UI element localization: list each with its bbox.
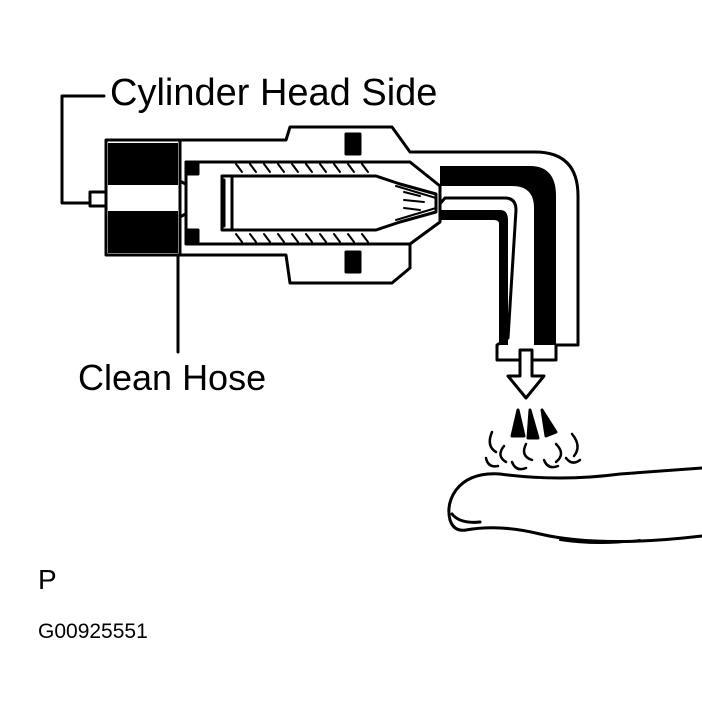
outflow-arrow — [506, 348, 546, 400]
cylinder-head-side-label: Cylinder Head Side — [110, 72, 438, 114]
clean-hose-label: Clean Hose — [78, 357, 267, 398]
spray-droplets — [484, 408, 582, 471]
ring-bottom-right — [344, 250, 362, 274]
ring-top-left — [184, 160, 200, 176]
cylinder-head-side-leader — [60, 94, 106, 205]
fingernail — [450, 512, 482, 524]
plunger-cone — [395, 185, 437, 221]
figure-code: G00925551 — [38, 620, 148, 643]
left-hose-section — [104, 138, 182, 257]
valve-spring — [235, 163, 369, 243]
ring-top-right — [344, 132, 362, 156]
view-letter: P — [38, 564, 57, 595]
valve-plunger — [220, 174, 438, 232]
finger-outline — [447, 466, 702, 544]
outlet-elbow-wall — [440, 166, 556, 345]
ring-bottom-left — [184, 228, 200, 244]
